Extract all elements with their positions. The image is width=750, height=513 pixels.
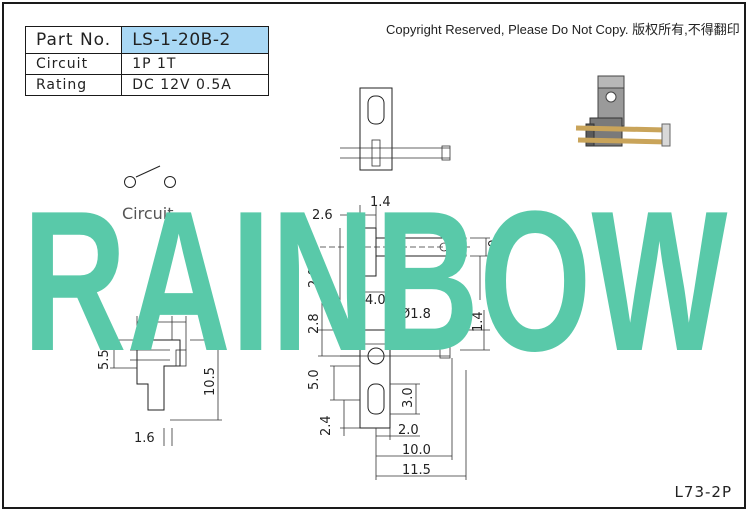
drawing-code: L73-2P — [674, 483, 732, 501]
dim-label: 5.5 — [97, 349, 112, 370]
dim-label: 4.0 — [365, 293, 386, 308]
dim-label: 11.5 — [402, 463, 431, 478]
circuit-terminal — [164, 176, 176, 188]
dim-label: 10.0 — [402, 443, 431, 458]
spec-value: DC 12V 0.5A — [121, 74, 270, 96]
dim-label: 1.4 — [370, 195, 391, 210]
spec-label: Rating — [24, 74, 123, 96]
dim-label: 2.0 — [307, 267, 322, 288]
side-view — [320, 205, 490, 310]
dim-label: 1.6 — [134, 431, 155, 446]
front-view-slot — [367, 383, 385, 415]
dim-label: Ø1.8 — [400, 307, 431, 322]
dim-label: 2.6 — [312, 208, 333, 223]
dim-label: 1.0 — [485, 271, 500, 292]
spec-table: Part No. LS-1-20B-2 Circuit 1P 1T Rating… — [24, 26, 270, 96]
dim-label: 1.4 — [471, 311, 486, 332]
dim-label: 2.8 — [307, 313, 322, 334]
spec-row-rating: Rating DC 12V 0.5A — [24, 74, 270, 96]
left-view — [110, 316, 222, 446]
dim-label: 4.5 — [146, 301, 167, 316]
spec-label: Circuit — [24, 53, 123, 75]
top-view — [340, 87, 451, 171]
dim-label: 2.4 — [319, 415, 334, 436]
dim-label: 3.0 — [487, 239, 502, 260]
left-view-body — [136, 339, 181, 411]
circuit-terminal — [124, 176, 136, 188]
dim-label: 3.0 — [401, 387, 416, 408]
dim-label: 1.3 — [190, 301, 211, 316]
front-view-body — [359, 329, 391, 429]
dim-label: 5.0 — [307, 369, 322, 390]
circuit-symbol — [124, 165, 176, 188]
dim-label: 2.0 — [398, 423, 419, 438]
circuit-label: Circuit — [122, 204, 174, 223]
top-view-slot — [367, 95, 385, 125]
front-view — [318, 300, 490, 480]
top-view-body — [359, 87, 393, 171]
dim-label: 10.5 — [203, 367, 218, 396]
circuit-switch-arm — [135, 165, 161, 178]
copyright-notice: Copyright Reserved, Please Do Not Copy. … — [386, 22, 740, 37]
product-picture — [575, 75, 671, 147]
